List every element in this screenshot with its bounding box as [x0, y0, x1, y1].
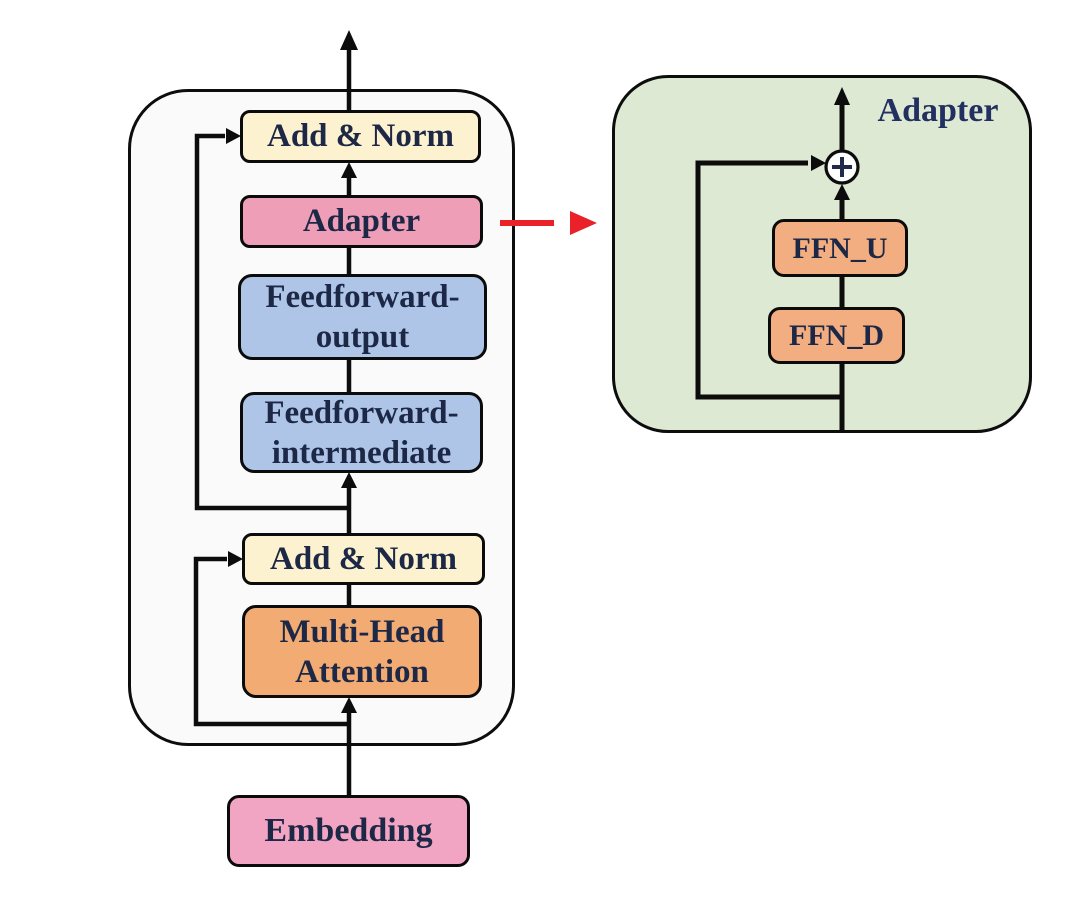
feedforward-intermediate-label-line1: Feedforward- [264, 394, 459, 431]
ffn-u-box: FFN_U [772, 219, 908, 277]
add-norm-top-box: Add & Norm [240, 110, 481, 163]
add-norm-bottom-box: Add & Norm [242, 533, 485, 585]
feedforward-intermediate-label-line2: intermediate [271, 434, 452, 471]
ffn-u-label: FFN_U [792, 231, 888, 265]
feedforward-output-label-line2: output [315, 319, 410, 355]
add-norm-bottom-label: Add & Norm [270, 540, 457, 577]
multi-head-attention-label-line1: Multi-Head [279, 613, 445, 650]
embedding-box: Embedding [227, 795, 470, 867]
embedding-label: Embedding [264, 812, 433, 850]
feedforward-output-box: Feedforward- output [238, 274, 487, 360]
ffn-d-box: FFN_D [768, 307, 905, 364]
ffn-d-label: FFN_D [789, 319, 884, 352]
add-norm-top-label: Add & Norm [267, 118, 454, 155]
adapter-label: Adapter [302, 203, 421, 240]
adapter-detail-title: Adapter [877, 92, 999, 129]
multi-head-attention-label-line2: Attention [295, 653, 429, 690]
feedforward-output-label-line1: Feedforward- [265, 279, 460, 315]
adapter-box: Adapter [240, 195, 483, 248]
feedforward-intermediate-box: Feedforward- intermediate [240, 392, 483, 473]
multi-head-attention-box: Multi-Head Attention [242, 605, 482, 698]
